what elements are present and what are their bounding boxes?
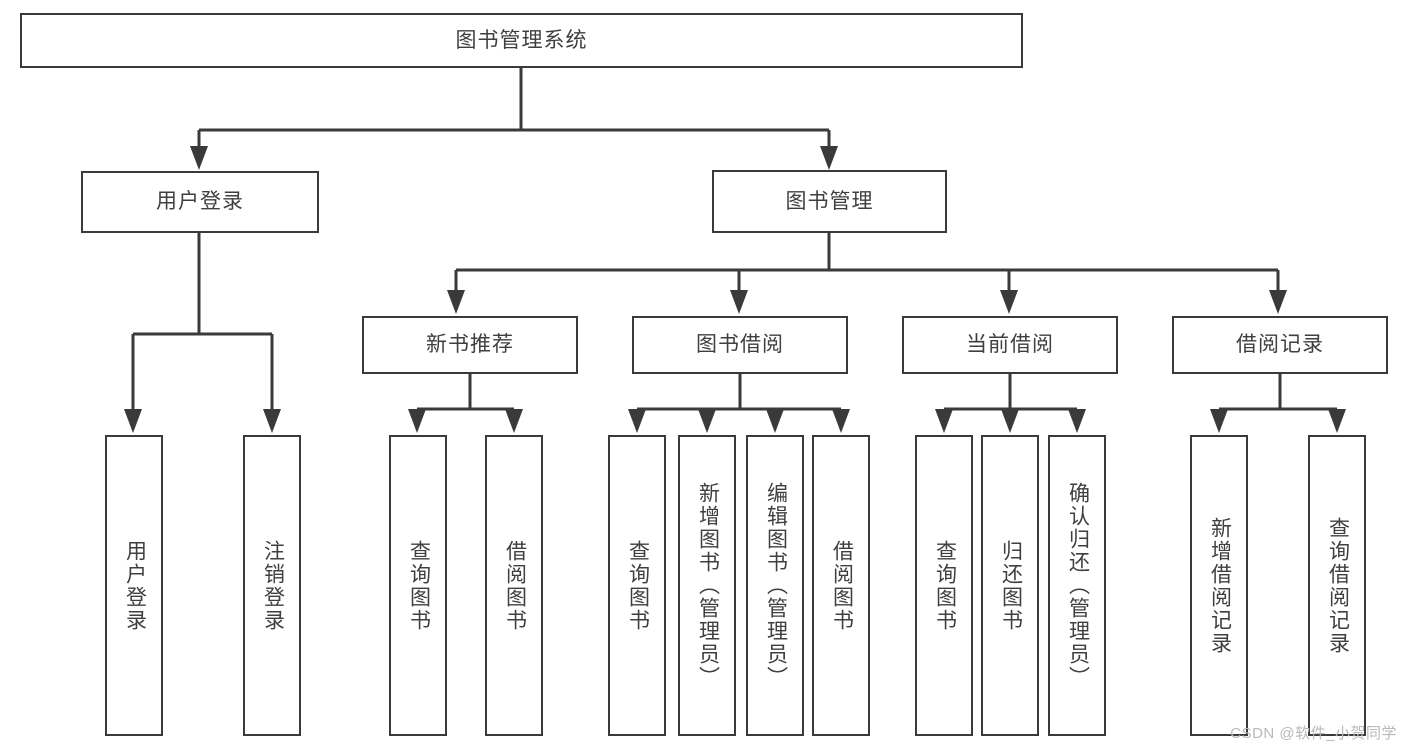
level2-0-arrow-0-head [408, 409, 426, 433]
leaf-node-label: 新增借阅记录 [1208, 516, 1232, 655]
book-mgmt-arrow-1-head [730, 290, 748, 314]
leaf-node[interactable]: 查询图书 [608, 435, 666, 736]
level2-2-arrow-1-head [1001, 409, 1019, 433]
level2-2-arrow-0-head [935, 409, 953, 433]
level2-1-arrow-1-head [698, 409, 716, 433]
leaf-node[interactable]: 归还图书 [981, 435, 1039, 736]
leaf-node[interactable]: 新增图书（管理员） [678, 435, 736, 736]
book-mgmt-arrow-0-head [447, 290, 465, 314]
user-login-arrow-1-head [263, 409, 281, 433]
level2-node-label: 新书推荐 [426, 333, 514, 357]
level1-node[interactable]: 用户登录 [81, 171, 319, 233]
leaf-node[interactable]: 注销登录 [243, 435, 301, 736]
level2-node-label: 图书借阅 [696, 333, 784, 357]
leaf-node-label: 用户登录 [123, 539, 147, 632]
leaf-node[interactable]: 借阅图书 [812, 435, 870, 736]
leaf-node[interactable]: 查询图书 [915, 435, 973, 736]
level2-3-arrow-0-head [1210, 409, 1228, 433]
level1-node[interactable]: 图书管理 [712, 170, 947, 233]
leaf-node-label: 新增图书（管理员） [696, 482, 720, 689]
root-node[interactable]: 图书管理系统 [20, 13, 1023, 68]
leaf-node-label: 查询借阅记录 [1326, 516, 1350, 655]
root-to-level1-arrow-0-head [190, 146, 208, 170]
leaf-node[interactable]: 新增借阅记录 [1190, 435, 1248, 736]
leaf-node-label: 注销登录 [261, 539, 285, 632]
level2-node[interactable]: 借阅记录 [1172, 316, 1388, 374]
leaf-node-label: 查询图书 [933, 539, 957, 632]
leaf-node[interactable]: 编辑图书（管理员） [746, 435, 804, 736]
leaf-node[interactable]: 查询图书 [389, 435, 447, 736]
level2-3-arrow-1-head [1328, 409, 1346, 433]
leaf-node-label: 编辑图书（管理员） [764, 482, 788, 689]
book-mgmt-arrow-2-head [1000, 290, 1018, 314]
level2-2-arrow-2-head [1068, 409, 1086, 433]
level2-node-label: 当前借阅 [966, 333, 1054, 357]
user-login-arrow-0-head [124, 409, 142, 433]
level1-node-label: 用户登录 [156, 190, 244, 214]
leaf-node-label: 查询图书 [407, 539, 431, 632]
leaf-node[interactable]: 确认归还（管理员） [1048, 435, 1106, 736]
leaf-node[interactable]: 查询借阅记录 [1308, 435, 1366, 736]
leaf-node-label: 确认归还（管理员） [1066, 482, 1090, 689]
book-mgmt-arrow-3-head [1269, 290, 1287, 314]
leaf-node-label: 借阅图书 [503, 539, 527, 632]
leaf-node-label: 查询图书 [626, 539, 650, 632]
level2-1-arrow-0-head [628, 409, 646, 433]
leaf-node[interactable]: 用户登录 [105, 435, 163, 736]
leaf-node[interactable]: 借阅图书 [485, 435, 543, 736]
root-node-label: 图书管理系统 [455, 28, 588, 52]
level2-node-label: 借阅记录 [1236, 333, 1324, 357]
leaf-node-label: 借阅图书 [830, 539, 854, 632]
level1-node-label: 图书管理 [785, 189, 874, 213]
leaf-node-label: 归还图书 [999, 539, 1023, 632]
root-to-level1-arrow-1-head [820, 146, 838, 170]
level2-0-arrow-1-head [505, 409, 523, 433]
level2-1-arrow-3-head [832, 409, 850, 433]
csdn-watermark: CSDN @软件_小贺同学 [1230, 725, 1397, 742]
level2-node[interactable]: 新书推荐 [362, 316, 578, 374]
level2-1-arrow-2-head [766, 409, 784, 433]
level2-node[interactable]: 当前借阅 [902, 316, 1118, 374]
level2-node[interactable]: 图书借阅 [632, 316, 848, 374]
